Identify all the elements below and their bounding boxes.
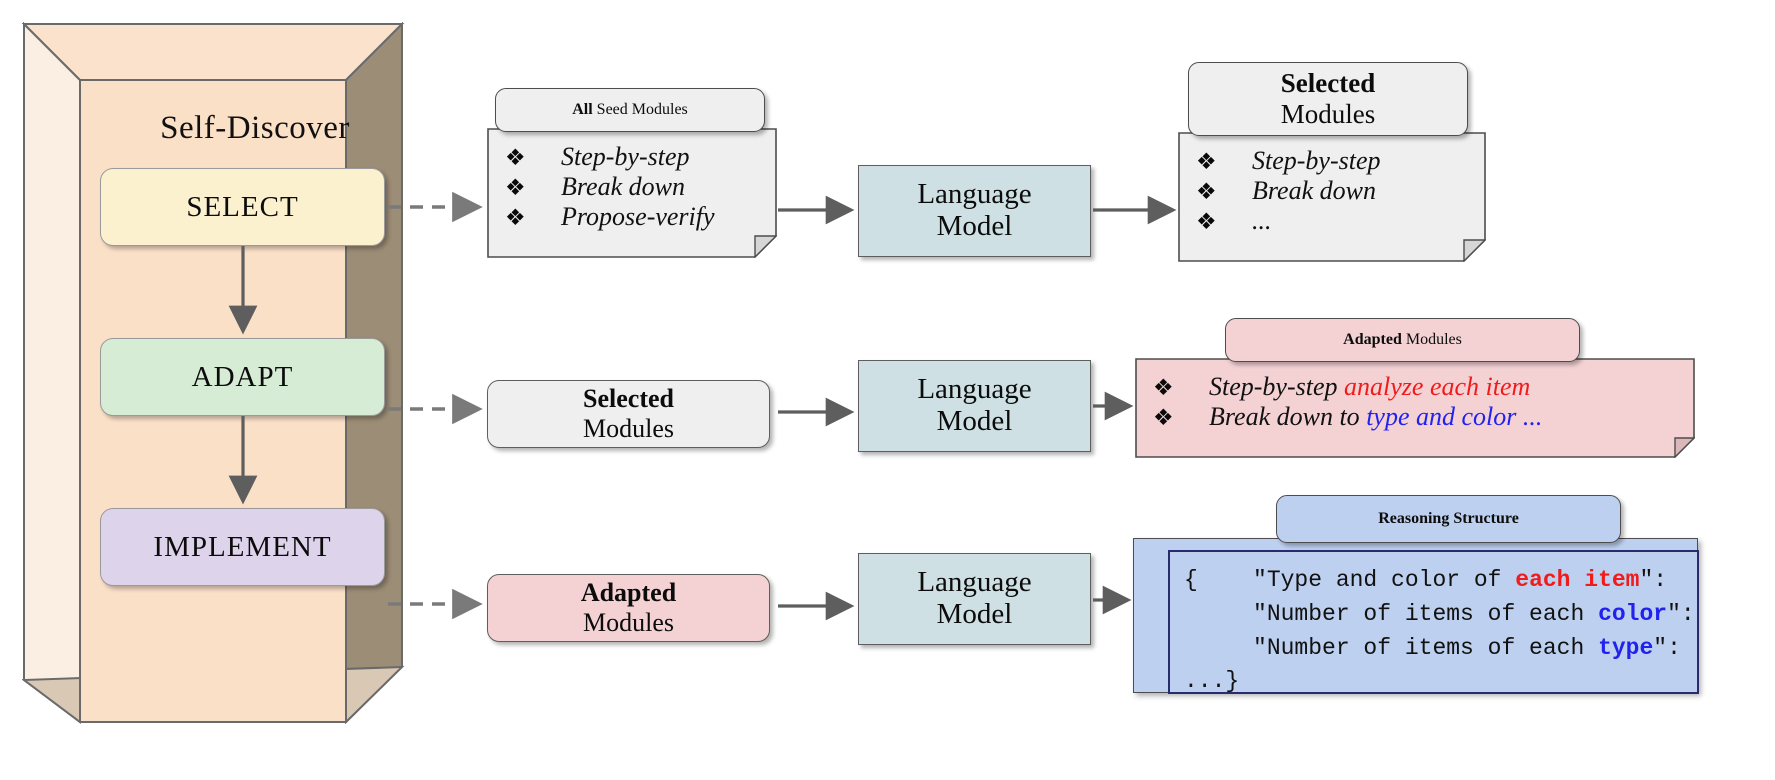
- code-accent: type: [1598, 634, 1654, 661]
- module-plain-text: Break down to: [1209, 402, 1367, 431]
- stage-select[interactable]: SELECT: [100, 168, 385, 246]
- language-model-box-2[interactable]: Language Model: [858, 360, 1091, 452]
- diamond-bullet-icon: ❖: [1153, 375, 1174, 400]
- seed-module-item-label: Propose-verify: [561, 202, 715, 231]
- language-model-line1: Language: [917, 566, 1032, 599]
- language-model-line2: Model: [936, 598, 1013, 630]
- adapted-modules-body: ❖ Step-by-step analyze each item ❖ Break do…: [1135, 358, 1695, 458]
- language-model-line2: Model: [936, 405, 1013, 437]
- selected-module-item-label: ...: [1252, 206, 1272, 235]
- seed-module-item: ❖ Step-by-step: [487, 142, 777, 172]
- code-plain: "Number of items of each: [1184, 600, 1599, 627]
- diamond-bullet-icon: ❖: [1153, 405, 1174, 430]
- code-tail: ":: [1639, 567, 1668, 593]
- code-tail: ":: [1653, 634, 1681, 661]
- seed-title-rest: Seed Modules: [592, 100, 688, 118]
- language-model-line1: Language: [917, 373, 1032, 406]
- adapted-module-item: ❖ Break down to type and color ...: [1135, 402, 1695, 432]
- seed-modules-list: ❖ Step-by-step ❖ Break down ❖ Propose-verify: [487, 128, 777, 232]
- adapted-modules-title: Adapted Modules: [1225, 318, 1580, 362]
- reasoning-structure-code-panel: { "Type and color of each item": "Number…: [1168, 550, 1699, 694]
- adapted-title-rest: Modules: [1401, 330, 1462, 348]
- reasoning-structure-code: { "Type and color of each item": "Number…: [1170, 552, 1697, 699]
- stage-select-label: SELECT: [186, 190, 299, 223]
- code-accent: color: [1598, 600, 1668, 627]
- stage-implement[interactable]: IMPLEMENT: [100, 508, 385, 586]
- diamond-bullet-icon: ❖: [1196, 179, 1217, 204]
- code-plain: "Number of items of each: [1184, 634, 1599, 661]
- selected-module-item: ❖ Step-by-step: [1178, 146, 1486, 176]
- selected-modules-body: ❖Step-by-step❖Break down❖...: [1178, 132, 1486, 262]
- diamond-bullet-icon: ❖: [1196, 149, 1217, 174]
- seed-module-item: ❖ Break down: [487, 172, 777, 202]
- selected-module-item: ❖ Break down: [1178, 176, 1486, 206]
- selected-module-item-label: Break down: [1252, 176, 1376, 205]
- seed-title-bold: All: [572, 100, 593, 118]
- stage-adapt-label: ADAPT: [191, 360, 294, 393]
- adapted-modules-pill[interactable]: Adapted Modules: [487, 574, 770, 642]
- stage-implement-label: IMPLEMENT: [153, 530, 332, 563]
- adapted-pill-line2: Modules: [583, 608, 674, 637]
- seed-module-item-label: Break down: [561, 172, 685, 201]
- adapted-module-item-label: Step-by-step analyze each item: [1209, 372, 1530, 402]
- stage-adapt[interactable]: ADAPT: [100, 338, 385, 416]
- adapted-module-item: ❖ Step-by-step analyze each item: [1135, 372, 1695, 402]
- reasoning-structure-body: { "Type and color of each item": "Number…: [1133, 538, 1699, 694]
- seed-module-item: ❖ Propose-verify: [487, 202, 777, 232]
- selected-modules-pill[interactable]: Selected Modules: [487, 380, 770, 448]
- code-plain: ...}: [1184, 668, 1240, 695]
- diamond-bullet-icon: ❖: [505, 175, 526, 200]
- diamond-bullet-icon: ❖: [1196, 209, 1217, 234]
- selected-out-title-bold: Selected: [1280, 68, 1376, 99]
- language-model-line2: Model: [936, 210, 1013, 242]
- folded-corner-icon: [1135, 358, 1695, 458]
- selected-module-item-label: Step-by-step: [1252, 146, 1381, 175]
- code-plain: { "Type and color of: [1184, 567, 1516, 593]
- adapted-module-item-label: Break down to type and color ...: [1209, 402, 1542, 432]
- selected-module-item: ❖...: [1178, 206, 1486, 236]
- selected-pill-line2: Modules: [583, 414, 674, 443]
- adapted-title-bold: Adapted: [1343, 330, 1402, 348]
- selected-pill-line1: Selected: [583, 384, 674, 414]
- adapted-modules-list: ❖ Step-by-step analyze each item ❖ Break do…: [1135, 358, 1695, 432]
- module-accent-text: analyze each item: [1344, 372, 1531, 401]
- code-tail: ":: [1667, 600, 1695, 627]
- language-model-box-3[interactable]: Language Model: [858, 553, 1091, 645]
- selected-modules-list: ❖Step-by-step❖Break down❖...: [1178, 132, 1486, 236]
- reasoning-title-bold: Reasoning Structure: [1378, 509, 1519, 527]
- diamond-bullet-icon: ❖: [505, 205, 526, 230]
- all-seed-modules-body: ❖ Step-by-step ❖ Break down ❖ Propose-verify: [487, 128, 777, 258]
- language-model-line1: Language: [917, 178, 1032, 211]
- language-model-box-1[interactable]: Language Model: [858, 165, 1091, 257]
- selected-modules-title: Selected Modules: [1188, 62, 1468, 136]
- container-title: Self-Discover: [160, 110, 350, 146]
- seed-module-item-label: Step-by-step: [561, 142, 690, 171]
- module-accent-text: type and color ...: [1366, 402, 1543, 431]
- reasoning-structure-title: Reasoning Structure: [1276, 495, 1621, 543]
- adapted-pill-line1: Adapted: [580, 578, 677, 608]
- selected-out-title-rest: Modules: [1280, 99, 1376, 129]
- all-seed-modules-title: All Seed Modules: [495, 88, 765, 132]
- code-accent: each item: [1515, 567, 1640, 593]
- diamond-bullet-icon: ❖: [505, 145, 526, 170]
- module-plain-text: Step-by-step: [1209, 372, 1345, 401]
